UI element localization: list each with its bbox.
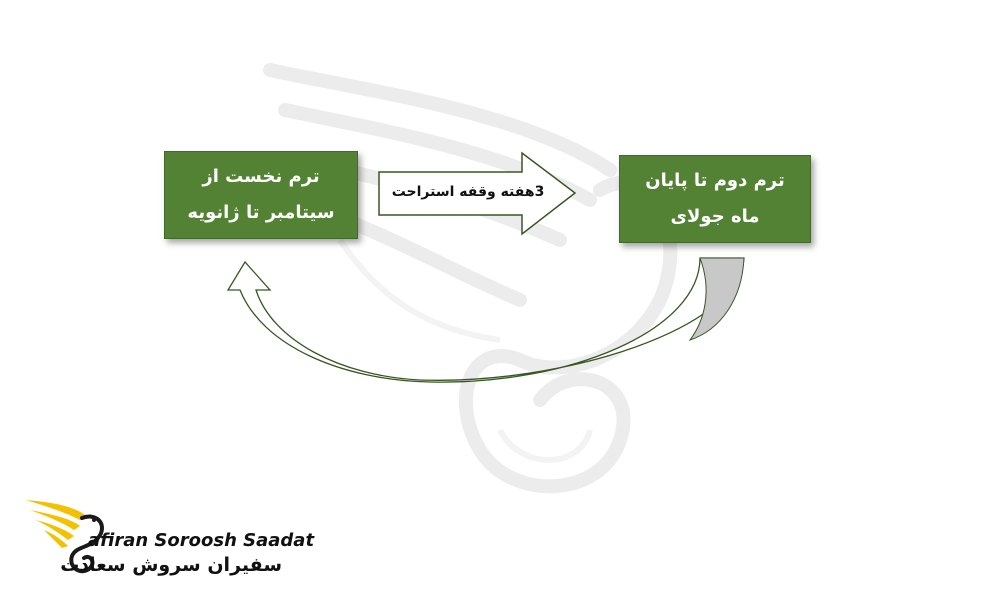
logo-persian-text: سفیران سروش سعادت: [60, 554, 282, 576]
curved-return-arrow: [226, 257, 745, 383]
curve-shadow-face: [688, 257, 745, 341]
gold-bird-logo-icon: [26, 500, 104, 574]
first-term-line1: ترم نخست از: [202, 166, 320, 187]
second-term-line1: ترم دوم تا پایان: [645, 170, 785, 191]
second-term-box: ترم دوم تا پایان ماه جولای: [619, 155, 811, 243]
block-arrow-right: [378, 151, 577, 236]
logo-english-text: afiran Soroosh Saadat: [88, 530, 315, 551]
first-term-box: ترم نخست از سیتامبر تا ژانویه: [164, 151, 358, 239]
break-label: 3هفته وقفه استراحت: [391, 184, 545, 200]
second-term-line2: ماه جولای: [670, 206, 760, 227]
first-term-line2: سیتامبر تا ژانویه: [187, 202, 335, 223]
